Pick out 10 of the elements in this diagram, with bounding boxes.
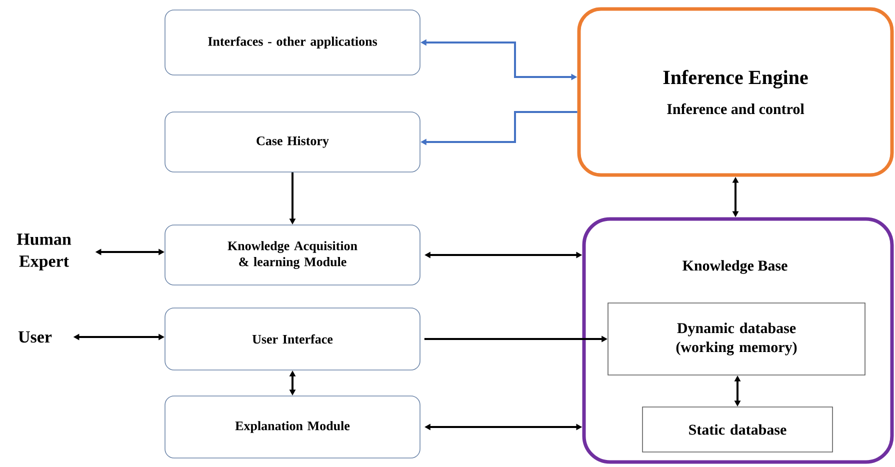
module-box: Case History — [164, 112, 420, 172]
actor-label: User — [18, 331, 52, 343]
module-box: Interfaces - other applications — [164, 10, 420, 76]
module-box: Knowledge Acquisition & learning Module — [164, 224, 420, 286]
module-box: Explanation Module — [164, 396, 420, 458]
actor-label: Human Expert — [16, 234, 72, 270]
engine-box: Inference Engine Inference and control — [577, 7, 894, 177]
database-box: Dynamic database (working memory) — [608, 302, 866, 376]
database-box: Static database — [642, 406, 833, 452]
module-box: User Interface — [164, 308, 420, 370]
